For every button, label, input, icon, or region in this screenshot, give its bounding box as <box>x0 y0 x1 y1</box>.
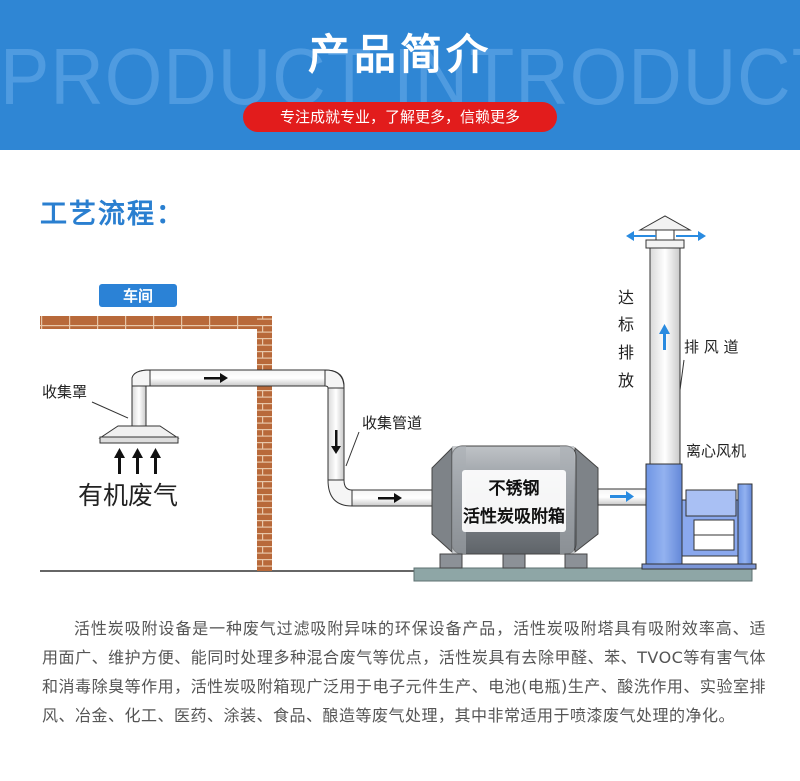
workshop-label-badge: 车间 <box>99 284 177 307</box>
flow-arrows-icon <box>204 373 402 503</box>
banner-subtitle-pill: 专注成就专业，了解更多，信赖更多 <box>243 102 557 132</box>
fan-label: 离心风机 <box>686 442 746 460</box>
hood-label: 收集罩 <box>42 383 87 401</box>
header-banner: PRODUCT INTRODUCTION 产品简介 专注成就专业，了解更多，信赖… <box>0 0 800 150</box>
discharge-label: 达 标 排 放 <box>618 288 634 390</box>
banner-title: 产品简介 <box>307 30 492 79</box>
collection-hood <box>98 385 180 444</box>
box-label-line1: 不锈钢 <box>489 478 540 499</box>
svg-text:标: 标 <box>618 315 634 334</box>
product-description: 活性炭吸附设备是一种废气过滤吸附异味的环保设备产品，活性炭吸附塔具有吸附效率高、… <box>42 619 766 725</box>
source-label: 有机废气 <box>78 481 178 510</box>
svg-text:排: 排 <box>618 343 634 362</box>
centrifugal-fan <box>641 463 757 570</box>
pipe-label: 收集管道 <box>362 414 422 432</box>
carbon-adsorption-box: 不锈钢 活性炭吸附箱 <box>431 445 599 569</box>
equipment-base <box>413 567 753 582</box>
process-flow-diagram: 车间 收集罩 有机废气 收集管道 <box>40 215 757 582</box>
discharge-arrows-icon <box>626 231 706 350</box>
hood-pointer <box>91 401 129 419</box>
svg-text:达: 达 <box>618 288 634 307</box>
pipe-pointer <box>345 431 360 467</box>
duct-pointer <box>679 359 685 391</box>
brick-wall <box>257 316 272 571</box>
brick-ceiling <box>40 316 272 329</box>
section-heading: 工艺流程： <box>40 199 185 230</box>
duct-label: 排 风 道 <box>684 338 739 356</box>
exhaust-duct <box>638 215 692 465</box>
workshop-label: 车间 <box>123 287 153 305</box>
outlet-flow-arrow-icon <box>610 491 634 502</box>
svg-text:放: 放 <box>618 371 634 390</box>
box-label-line2: 活性炭吸附箱 <box>463 506 565 527</box>
up-arrows-icon <box>114 448 161 474</box>
